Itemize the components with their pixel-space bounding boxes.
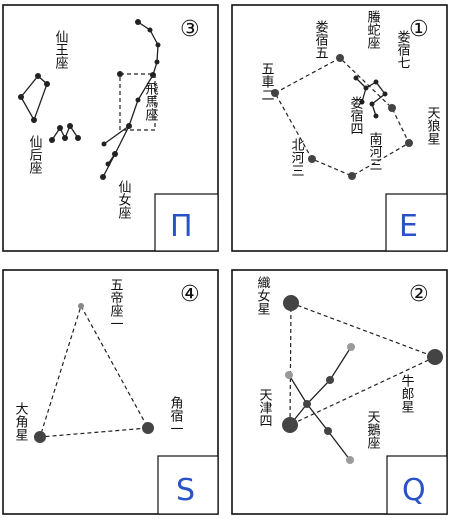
star [155,42,161,48]
star [57,125,63,131]
star-vega [283,295,299,311]
star [105,161,111,167]
label-cepheus: 仙王座 [53,30,69,70]
star [147,27,153,33]
cassiopeia-figure [49,123,81,143]
star [359,99,365,105]
label-cassiopeia: 仙后座 [27,135,43,175]
label-4-2: 大角星 [13,402,29,441]
star [62,135,68,141]
star-hexagon [308,155,316,163]
star [75,135,81,141]
label-1-3: 娄宿四 [348,96,364,135]
label-1-0: 娄宿七 [395,30,411,69]
star [44,81,50,87]
panel-2-number: ② [409,282,429,307]
star [67,123,73,129]
label-2-2: 天津四 [257,388,273,427]
star [101,141,107,147]
star [126,123,132,129]
cepheus-figure [18,73,50,123]
panel-3-frame [2,4,219,252]
pegasus-andromeda-figure [100,19,161,180]
label-2-0: 織女星 [255,276,271,315]
panel-3-number: ③ [180,17,200,42]
star [100,174,106,180]
star [49,137,55,143]
star [346,456,354,464]
star [373,113,379,119]
star [135,97,141,103]
label-1-1: 螣蛇座 [365,10,381,50]
label-1-2: 娄宿五 [313,20,329,59]
star [135,19,141,25]
panel-1-answer: E [399,209,418,244]
andromeda-branch [103,125,130,145]
label-1-6: 南河三 [367,131,383,171]
label-4-1: 角宿一 [168,396,184,435]
star [35,73,41,79]
star-hexagon [271,89,279,97]
cygnus-body [289,346,352,426]
panel-3-answer-box [154,193,219,252]
panel-2-answer: Q [402,473,426,508]
star [326,376,334,384]
panel-3: ③ 仙王座 仙后座 [2,4,219,252]
panel-3-answer: Π [170,209,193,244]
star-hexagon [336,54,344,62]
star [369,101,375,107]
panel-1: ① 娄宿七 螣蛇座 娄宿五 娄宿四 五車二 天狼星 南河三 北河三 E [231,4,448,252]
panel-2-answer-box [386,455,448,515]
star [347,343,355,351]
star [150,72,156,78]
star-arcturus [34,431,46,443]
label-andromeda: 仙女座 [116,180,132,220]
cepheus-lines [20,75,48,122]
label-1-4: 五車二 [259,62,275,101]
star [154,59,160,65]
label-1-7: 北河三 [289,138,305,177]
star [18,94,24,100]
star-altair [427,349,443,365]
star-denebola [78,303,84,309]
star-hexagon [405,139,413,147]
star [373,79,379,85]
summer-triangle [289,302,437,426]
panel-1-number: ① [409,17,429,42]
label-1-5: 天狼星 [425,106,441,145]
panel-4-answer-box [157,455,219,515]
label-2-1: 牛郎星 [399,374,415,413]
star [324,427,332,435]
panel-1-answer-box [385,193,448,252]
star-spica [142,422,154,434]
panel-1-frame [231,4,448,252]
label-4-0: 五帝座一 [108,278,124,330]
star-hexagon [388,104,396,112]
star [117,71,123,77]
star [112,151,118,157]
panel-4-number: ④ [180,282,200,307]
star [303,400,311,408]
star [353,75,359,81]
spring-triangle [39,305,149,438]
label-pegasus: 飛馬座 [143,82,159,122]
panel-2: ② 織女星 牛郎星 天津四 天鵝座 Q [231,269,448,515]
cygnus-wings [288,374,351,461]
star-deneb [282,417,298,433]
panel-2-frame [231,269,448,515]
panel-4-frame [2,269,219,515]
label-2-3: 天鵝座 [365,410,381,450]
star [285,371,293,379]
star [363,85,369,91]
star [382,91,388,97]
panel-4: ④ 五帝座一 角宿一 大角星 S [2,269,219,515]
star [31,117,37,123]
star-hexagon [348,172,356,180]
pegasus-square [119,73,156,131]
panel-4-answer: S [176,473,195,508]
